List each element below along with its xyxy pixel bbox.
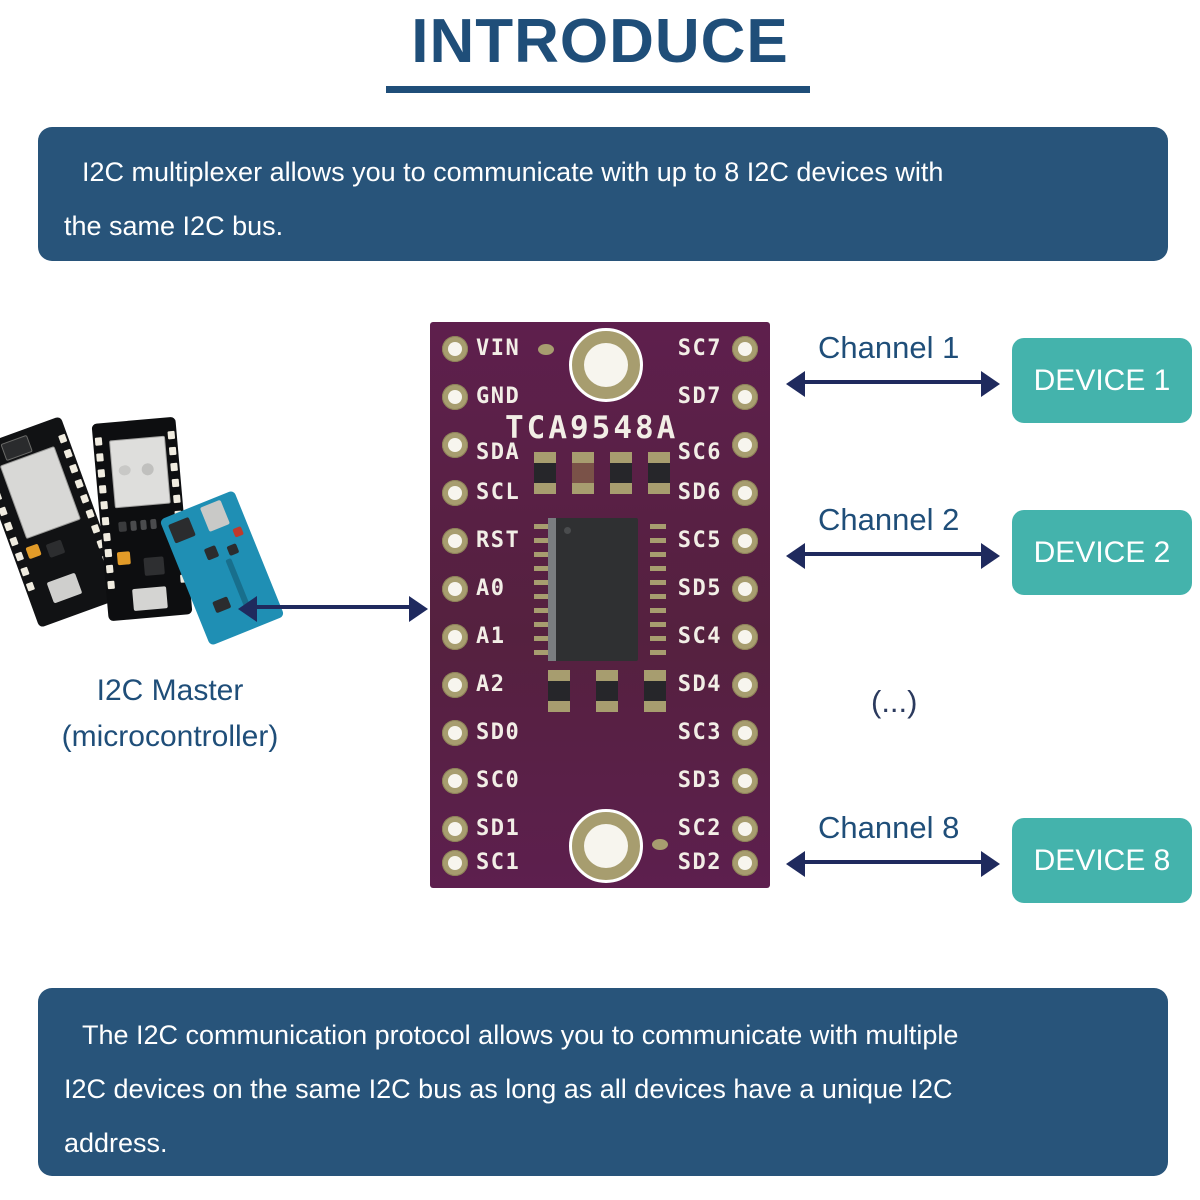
pin-label-vin: VIN: [476, 336, 521, 361]
arduino-board: [159, 489, 285, 647]
pin-label-sd4: SD4: [677, 672, 722, 697]
channel-1-arrow-left-head: [786, 371, 805, 397]
intro-text-box-bottom: The I2C communication protocol allows yo…: [38, 988, 1168, 1176]
master-caption: I2C Master (microcontroller): [0, 668, 340, 760]
pin-label-sc7: SC7: [677, 336, 722, 361]
pad-right-12: [732, 850, 758, 876]
pad-left-5: [442, 528, 468, 554]
channel-8-arrow-left-head: [786, 851, 805, 877]
mounting-hole-top: [569, 328, 643, 402]
pin-label-sd0: SD0: [476, 720, 521, 745]
pin-label-sc5: SC5: [677, 528, 722, 553]
pin-label-gnd: GND: [476, 384, 521, 409]
pin-label-sc4: SC4: [677, 624, 722, 649]
pin-label-a1: A1: [476, 624, 506, 649]
intro-bottom-line-2: I2C devices on the same I2C bus as long …: [64, 1074, 953, 1104]
pad-left-11: [442, 816, 468, 842]
device-box-2: DEVICE 2: [1012, 510, 1192, 595]
device-box-1: DEVICE 1: [1012, 338, 1192, 423]
page-title: INTRODUCE: [411, 7, 789, 76]
pad-right-9: [732, 720, 758, 746]
intro-top-line-2: the same I2C bus.: [64, 211, 284, 241]
master-caption-line-2: (microcontroller): [61, 720, 279, 753]
via-dot-top: [538, 344, 554, 355]
intro-bottom-line-1: The I2C communication protocol allows yo…: [82, 1020, 959, 1050]
pin-label-sd3: SD3: [677, 768, 722, 793]
pad-right-11: [732, 816, 758, 842]
smd-resistor-5: [548, 670, 570, 712]
smd-resistor-7: [644, 670, 666, 712]
channel-8-arrow-shaft: [800, 860, 986, 864]
pad-left-6: [442, 576, 468, 602]
pin-label-sc3: SC3: [677, 720, 722, 745]
pad-left-12: [442, 850, 468, 876]
pin-label-sd5: SD5: [677, 576, 722, 601]
arrow-right-head: [409, 596, 428, 622]
pin-label-sd2: SD2: [677, 850, 722, 875]
pin-label-sd7: SD7: [677, 384, 722, 409]
pad-right-8: [732, 672, 758, 698]
pin-label-a2: A2: [476, 672, 506, 697]
pin-label-sc6: SC6: [677, 440, 722, 465]
pad-right-10: [732, 768, 758, 794]
intro-text-box-top: I2C multiplexer allows you to communicat…: [38, 127, 1168, 261]
pad-right-6: [732, 576, 758, 602]
pin-label-scl: SCL: [476, 480, 521, 505]
pad-left-9: [442, 720, 468, 746]
device-box-8: DEVICE 8: [1012, 818, 1192, 903]
via-dot-bottom: [652, 839, 668, 850]
pad-right-2: [732, 384, 758, 410]
tca9548a-ic-chip: [548, 518, 638, 661]
channel-1-arrow-shaft: [800, 380, 986, 384]
channel-2-arrow-right-head: [981, 543, 1000, 569]
pin-label-sd6: SD6: [677, 480, 722, 505]
pad-left-8: [442, 672, 468, 698]
master-caption-line-1: I2C Master: [96, 674, 244, 707]
pin-label-sda: SDA: [476, 440, 521, 465]
pad-left-1: [442, 336, 468, 362]
mounting-hole-bottom: [569, 809, 643, 883]
pin-label-sc2: SC2: [677, 816, 722, 841]
smd-resistor-3: [610, 452, 632, 494]
intro-top-line-1: I2C multiplexer allows you to communicat…: [82, 157, 944, 187]
channel-1-label: Channel 1: [818, 330, 960, 365]
pad-left-2: [442, 384, 468, 410]
pin-label-rst: RST: [476, 528, 521, 553]
pad-right-4: [732, 480, 758, 506]
pad-right-3: [732, 432, 758, 458]
pin-label-a0: A0: [476, 576, 506, 601]
pin-label-sc1: SC1: [476, 850, 521, 875]
pad-right-7: [732, 624, 758, 650]
pad-left-4: [442, 480, 468, 506]
pad-right-1: [732, 336, 758, 362]
pin-label-sc0: SC0: [476, 768, 521, 793]
channels-ellipsis: (...): [871, 684, 918, 719]
arrow-shaft: [252, 605, 414, 609]
channel-2-label: Channel 2: [818, 502, 960, 537]
pad-left-10: [442, 768, 468, 794]
board-part-number: TCA9548A: [505, 410, 679, 446]
smd-resistor-4: [648, 452, 670, 494]
channel-2-arrow-left-head: [786, 543, 805, 569]
smd-resistor-1: [534, 452, 556, 494]
smd-resistor-6: [596, 670, 618, 712]
title-underline: [386, 86, 810, 93]
pad-left-7: [442, 624, 468, 650]
pad-right-5: [732, 528, 758, 554]
smd-resistor-2: [572, 452, 594, 494]
channel-8-arrow-right-head: [981, 851, 1000, 877]
channel-8-label: Channel 8: [818, 810, 960, 845]
pad-left-3: [442, 432, 468, 458]
intro-bottom-line-3: address.: [64, 1128, 168, 1158]
pin-label-sd1: SD1: [476, 816, 521, 841]
arrow-left-head: [238, 596, 257, 622]
channel-1-arrow-right-head: [981, 371, 1000, 397]
channel-2-arrow-shaft: [800, 552, 986, 556]
